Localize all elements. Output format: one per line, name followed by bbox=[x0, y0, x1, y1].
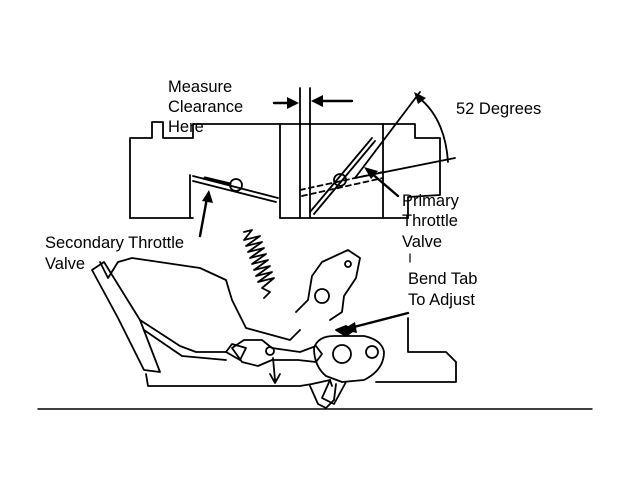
primary-throttle-plate bbox=[299, 137, 384, 215]
rod-lever-arrow bbox=[269, 357, 281, 384]
bend-tab bbox=[335, 325, 355, 337]
label-secondary-line1: Secondary Throttle bbox=[45, 234, 184, 252]
upper-pivot bbox=[314, 288, 330, 304]
right-body bbox=[375, 317, 457, 383]
return-spring bbox=[243, 229, 275, 299]
fast-idle-cam bbox=[313, 335, 385, 383]
secondary-plate-edge bbox=[203, 176, 232, 186]
throttle-body-outline bbox=[129, 121, 441, 219]
label-primary-line1: Primary bbox=[402, 192, 460, 210]
leader-arrows bbox=[198, 167, 411, 333]
angle-arc bbox=[417, 96, 449, 163]
vacuum-rod bbox=[139, 319, 227, 361]
label-primary-line2: Throttle bbox=[402, 212, 458, 230]
secondary-shaft bbox=[229, 178, 243, 192]
base-plate bbox=[145, 373, 337, 409]
clearance-arrows bbox=[272, 95, 354, 109]
linkage-arm-upper bbox=[295, 249, 361, 321]
labels: Measure Clearance Here 52 Degrees Primar… bbox=[45, 78, 541, 309]
linkage-assembly bbox=[91, 249, 457, 409]
right-arrow-head bbox=[311, 95, 323, 107]
rod-lever-pin bbox=[265, 346, 275, 356]
secondary-leader bbox=[198, 196, 209, 238]
label-measure-line1: Measure bbox=[168, 78, 232, 96]
upper-pivot-hole bbox=[344, 260, 352, 268]
lower-body bbox=[99, 257, 301, 341]
label-measure-line2: Clearance bbox=[168, 98, 243, 116]
label-bend-line2: To Adjust bbox=[408, 291, 475, 309]
small-lever bbox=[225, 343, 247, 361]
label-primary-line3: Valve bbox=[402, 233, 442, 251]
rod-lever bbox=[231, 339, 323, 367]
primary-plate-closed bbox=[299, 171, 384, 197]
secondary-leader-head bbox=[202, 190, 213, 203]
spring-coil bbox=[243, 229, 275, 299]
cam-pivot bbox=[332, 344, 352, 364]
left-arrow-head bbox=[287, 97, 299, 109]
cam-screw bbox=[365, 345, 379, 359]
bend-tab-leader bbox=[348, 311, 410, 330]
label-secondary-line2: Valve bbox=[45, 255, 85, 273]
secondary-throttle-plate bbox=[192, 175, 279, 203]
cam-lever bbox=[321, 379, 347, 405]
primary-leader-head bbox=[364, 167, 378, 179]
angle-ray-upper bbox=[354, 91, 421, 179]
angle-arc-arrow bbox=[414, 92, 426, 104]
label-bend-line1: Bend Tab bbox=[408, 270, 477, 288]
primary-leader bbox=[368, 170, 400, 198]
label-angle: 52 Degrees bbox=[456, 100, 541, 118]
secondary-lever bbox=[91, 261, 161, 373]
label-measure-line3: Here bbox=[168, 118, 204, 136]
